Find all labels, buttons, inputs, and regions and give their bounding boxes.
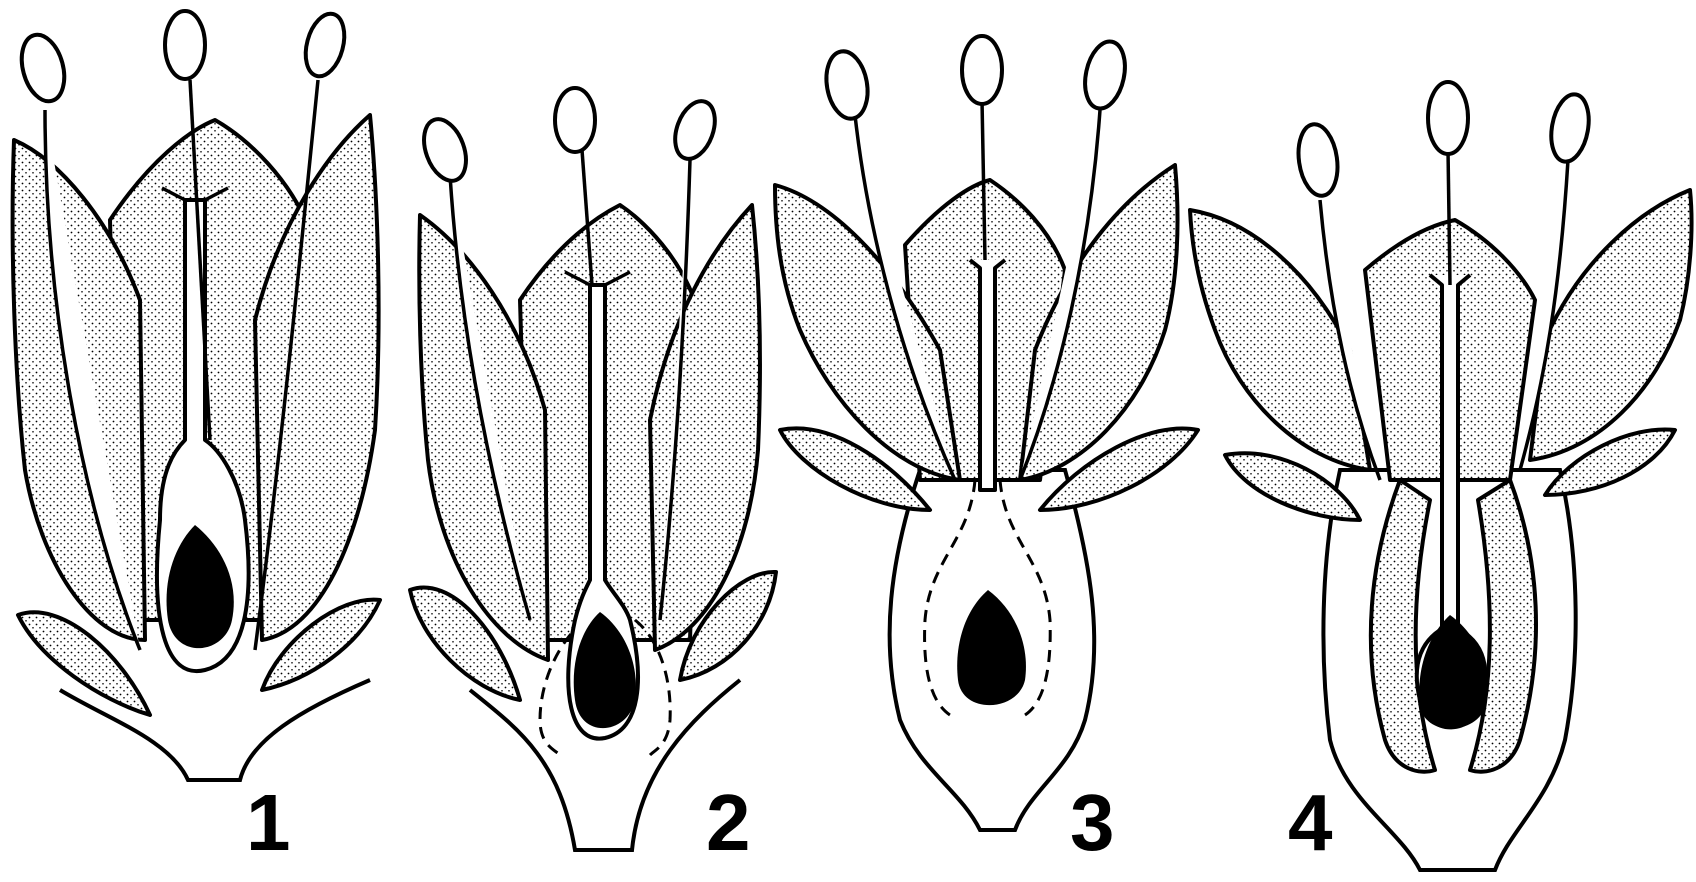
- flower-2: 2: [410, 88, 776, 867]
- flower-3: 3: [775, 36, 1198, 867]
- flower-4-filament-mid: [1448, 150, 1450, 285]
- flower-1: 1: [13, 9, 380, 867]
- flower-4: 4: [1190, 82, 1692, 870]
- flower-3-anther-left: [821, 48, 872, 122]
- flower-2-anther-left: [416, 113, 474, 186]
- flower-2-anther-mid: [555, 88, 595, 152]
- flower-4-label: 4: [1288, 778, 1333, 867]
- flower-1-anther-left: [15, 30, 71, 106]
- flower-4-petal-right: [1530, 190, 1692, 460]
- flower-4-anther-mid: [1428, 82, 1468, 154]
- flower-2-anther-right: [668, 96, 722, 165]
- flower-2-label: 2: [706, 778, 751, 867]
- flower-1-anther-right: [299, 9, 350, 80]
- flower-1-anther-mid: [165, 11, 205, 79]
- flower-4-anther-left: [1294, 122, 1342, 199]
- flower-3-label: 3: [1070, 778, 1115, 867]
- flower-1-label: 1: [246, 778, 291, 867]
- flower-3-anther-mid: [962, 36, 1002, 104]
- flower-4-anther-right: [1546, 91, 1593, 164]
- flower-3-anther-right: [1079, 38, 1130, 112]
